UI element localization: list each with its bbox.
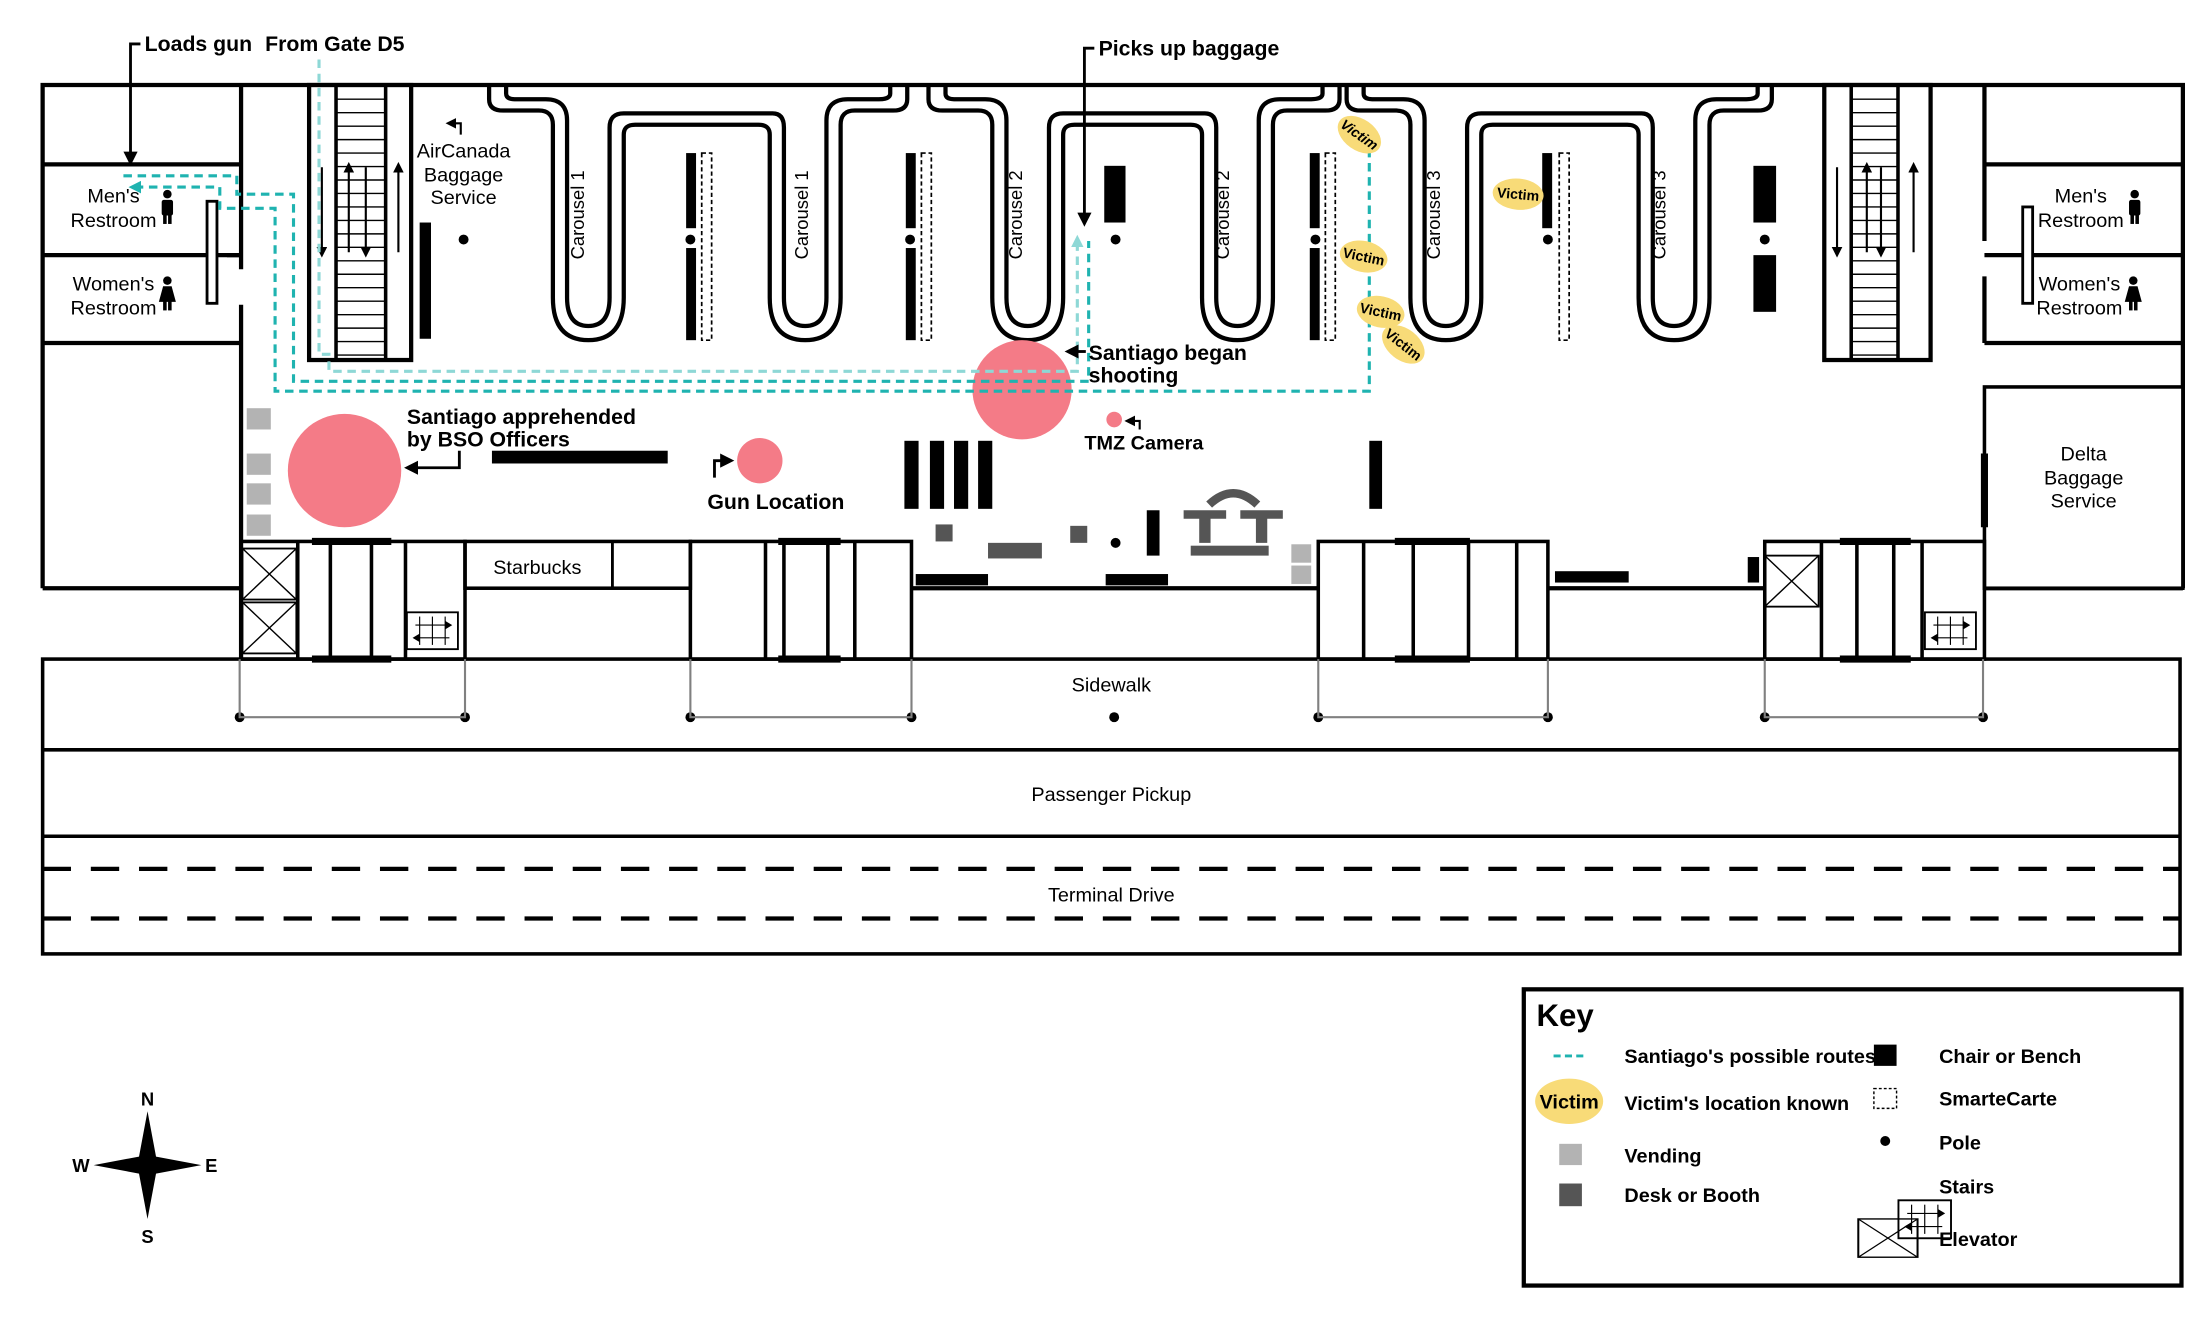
victim-marker: Victim: [1356, 295, 1405, 328]
benches: [419, 152, 1777, 342]
aircanada-baggage-service: AirCanada Baggage Service: [417, 117, 512, 209]
escalator-east: [1822, 82, 1933, 363]
svg-text:Service: Service: [431, 187, 497, 209]
men-icon: [2129, 189, 2141, 224]
legend-item: SmarteCarte: [1939, 1089, 2057, 1111]
apprehended-label: Santiago apprehended: [407, 405, 636, 429]
vending-icon: [1559, 1143, 1582, 1166]
svg-text:E: E: [205, 1155, 217, 1176]
passenger-pickup-label: Passenger Pickup: [1031, 784, 1191, 806]
east-restrooms: Men's Restroom Women's Restroom Delta Ba…: [1980, 85, 2185, 590]
carousel-1: [486, 85, 910, 343]
womens-restroom-label: Women's: [73, 274, 155, 296]
route-to-victims[interactable]: [128, 144, 1371, 393]
svg-text:S: S: [141, 1226, 153, 1247]
svg-text:Service: Service: [2051, 490, 2117, 512]
east-womens-restroom-label: Women's: [2039, 274, 2121, 296]
carousel-label: Carousel 3: [1423, 170, 1444, 259]
svg-text:W: W: [72, 1155, 90, 1176]
men-icon: [161, 189, 174, 224]
loads-gun-label: Loads gun: [145, 32, 252, 56]
began-shooting-marker: [972, 340, 1072, 440]
carousel-2: [926, 85, 1342, 343]
pole-icon: [1880, 1136, 1891, 1146]
legend-item: Stairs: [1939, 1176, 1994, 1198]
escalator-west: [306, 82, 414, 363]
legend-item: Chair or Bench: [1939, 1046, 2081, 1068]
compass-rose: N S E W: [72, 1089, 217, 1247]
legend-item: Vending: [1624, 1145, 1701, 1167]
legend-item: Victim's location known: [1624, 1093, 1849, 1115]
victim-marker: Victim: [1337, 115, 1382, 154]
elevator-icon: [1763, 554, 1820, 608]
delta-label: Delta: [2061, 444, 2108, 466]
legend-title: Key: [1537, 998, 1595, 1033]
front-facade: Starbucks: [239, 537, 1987, 663]
svg-text:Baggage: Baggage: [424, 164, 503, 186]
legend-item: Desk or Booth: [1624, 1185, 1760, 1207]
victim-marker: Victim: [1492, 178, 1544, 210]
smartecarte-icon: [1873, 1087, 1898, 1110]
compass-icon: [93, 1111, 202, 1219]
legend-item: Elevator: [1939, 1229, 2018, 1251]
east-mens-restroom-label: Men's: [2055, 186, 2107, 208]
victims: Victim Victim Victim Victim Victim: [1337, 115, 1544, 364]
svg-text:Restroom: Restroom: [71, 298, 157, 320]
carousel-label: Carousel 2: [1005, 170, 1026, 259]
tmz-camera-marker: [1106, 411, 1122, 428]
svg-text:AirCanada: AirCanada: [417, 140, 512, 162]
svg-text:shooting: shooting: [1089, 364, 1179, 388]
route-restroom-to-carousel[interactable]: [123, 174, 1091, 383]
women-icon: [2124, 276, 2142, 311]
callouts: Loads gun From Gate D5 Picks up baggage …: [123, 32, 1280, 514]
svg-text:N: N: [141, 1089, 154, 1110]
from-gate-label: From Gate D5: [265, 32, 405, 56]
svg-text:Restroom: Restroom: [2036, 298, 2122, 320]
legend-item: Santiago's possible routes: [1624, 1046, 1876, 1068]
legend-item: Pole: [1939, 1132, 1981, 1154]
sidewalk-label: Sidewalk: [1072, 675, 1151, 697]
route-from-gate[interactable]: [317, 59, 1084, 373]
bench-icon: [1873, 1044, 1897, 1066]
gun-location-label: Gun Location: [707, 490, 844, 514]
stairs-icon: [405, 611, 459, 651]
carousel-3: [1344, 85, 1774, 343]
svg-text:by BSO Officers: by BSO Officers: [407, 427, 570, 451]
carousel-label: Carousel 1: [791, 170, 812, 259]
carousel-label: Carousel 2: [1212, 170, 1233, 259]
apprehended-marker: [287, 413, 402, 528]
desks-booths: [935, 489, 1283, 559]
women-icon: [158, 276, 176, 311]
terminal-drive-label: Terminal Drive: [1048, 884, 1175, 906]
carousel-label: Carousel 1: [567, 170, 588, 259]
gun-location-marker: [737, 437, 783, 484]
svg-text:Restroom: Restroom: [71, 210, 157, 232]
delta-baggage-service-room: [1982, 385, 2185, 590]
desk-icon: [1559, 1183, 1582, 1207]
svg-text:Baggage: Baggage: [2044, 468, 2123, 490]
svg-text:Victim: Victim: [1540, 1091, 1599, 1113]
west-restrooms: Men's Restroom Women's Restroom: [42, 85, 244, 660]
lower-benches: [491, 440, 1760, 586]
tmz-camera-label: TMZ Camera: [1084, 432, 1204, 454]
svg-text:Victim: Victim: [1496, 185, 1539, 205]
picks-up-baggage-label: Picks up baggage: [1099, 36, 1280, 60]
legend: Key Santiago's possible routes Victim Vi…: [1521, 987, 2184, 1288]
mens-restroom-label: Men's: [87, 186, 139, 208]
began-shooting-label: Santiago began: [1089, 341, 1247, 365]
outside-zones: Sidewalk Passenger Pickup Terminal Drive: [40, 657, 2182, 956]
stairs-icon: [1923, 611, 1977, 651]
door-partition: [205, 199, 219, 305]
vending-machines: [246, 408, 1312, 584]
svg-text:Restroom: Restroom: [2038, 210, 2124, 232]
elevator-icon: [241, 547, 298, 601]
starbucks-label: Starbucks: [493, 557, 581, 579]
victim-oval-icon: [1535, 1078, 1604, 1124]
event-markers: [287, 340, 1122, 528]
poles: [234, 234, 1988, 723]
victim-marker: Victim: [1339, 240, 1388, 273]
carousel-label: Carousel 3: [1649, 170, 1670, 259]
elevator-icon: [241, 601, 298, 655]
